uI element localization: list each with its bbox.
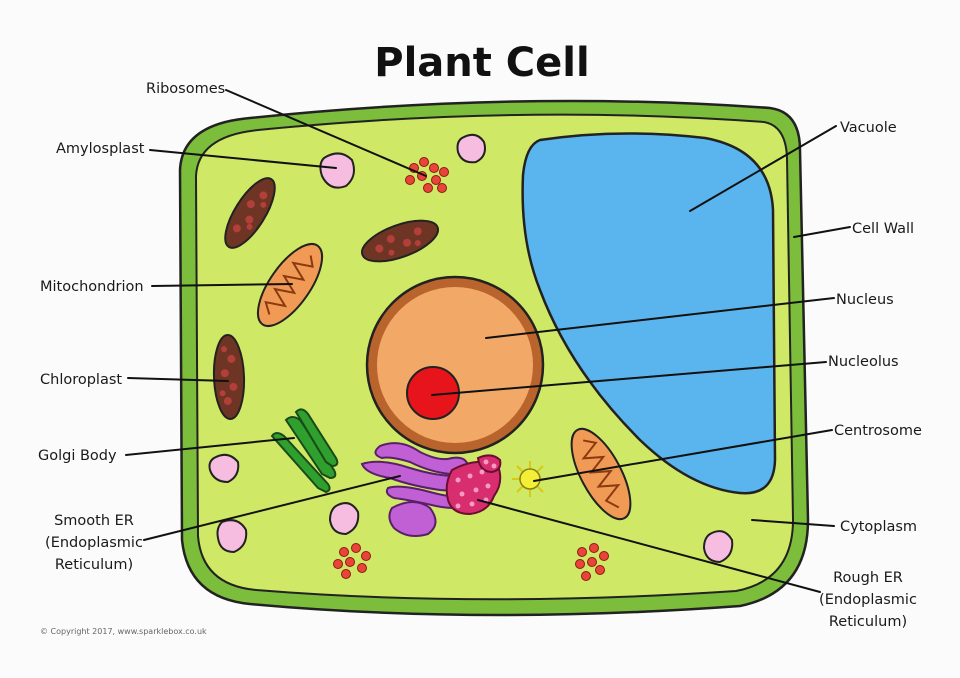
label-smooth-er-2: (Endoplasmic [45, 535, 143, 551]
label-vacuole: Vacuole [840, 120, 897, 136]
nucleus-inner [377, 287, 533, 443]
leader-ribosomes [225, 89, 427, 177]
ribosome-cluster-bottom-left [333, 543, 371, 579]
vacuole [521, 132, 777, 495]
amyloplast-6 [702, 530, 734, 564]
labels: Ribosomes Amylosplast Mitochondrion Chlo… [38, 81, 922, 630]
label-ribosomes: Ribosomes [146, 81, 225, 97]
label-smooth-er-1: Smooth ER [54, 513, 134, 529]
label-chloroplast: Chloroplast [40, 372, 122, 388]
chloroplast-left [212, 334, 246, 420]
label-nucleolus: Nucleolus [828, 354, 899, 370]
leader-nucleolus [431, 361, 827, 396]
ribosome-cluster-top [405, 157, 449, 193]
leader-golgi-body [125, 437, 295, 456]
label-golgi-body: Golgi Body [38, 448, 117, 464]
leader-amylosplast [149, 149, 337, 169]
leader-smooth-er [143, 475, 401, 541]
amyloplast-1 [319, 152, 355, 189]
label-rough-er-2: (Endoplasmic [819, 592, 917, 608]
amyloplast-3 [208, 453, 240, 484]
label-cytoplasm: Cytoplasm [840, 519, 917, 535]
mitochondrion-right [570, 427, 632, 521]
chloroplast-top-left [224, 177, 276, 249]
label-smooth-er-3: Reticulum) [55, 557, 133, 573]
label-nucleus: Nucleus [836, 292, 894, 308]
leader-nucleus [485, 297, 835, 339]
amyloplast-4 [216, 519, 248, 554]
label-cell-wall: Cell Wall [852, 221, 914, 237]
leader-cytoplasm [751, 519, 835, 527]
copyright-notice: © Copyright 2017, www.sparklebox.co.uk [40, 627, 207, 636]
label-rough-er-1: Rough ER [833, 570, 903, 586]
label-rough-er-3: Reticulum) [829, 614, 907, 630]
diagram-title: Plant Cell [374, 40, 589, 86]
leader-chloroplast [127, 377, 229, 382]
golgi-body [270, 408, 339, 494]
chloroplast-top-center [361, 219, 439, 263]
label-amylosplast: Amylosplast [56, 141, 145, 157]
leader-cell-wall [793, 226, 851, 238]
leader-lines [125, 89, 851, 593]
leader-mitochondrion [151, 283, 293, 287]
leader-vacuole [689, 125, 837, 212]
leader-centrosome [533, 429, 833, 482]
centrosome [512, 461, 548, 497]
leader-rough-er [477, 499, 821, 593]
label-mitochondrion: Mitochondrion [40, 279, 144, 295]
amyloplast-5 [328, 502, 360, 536]
ribosome-cluster-bottom-center [575, 543, 609, 581]
label-centrosome: Centrosome [834, 423, 922, 439]
amyloplast-2 [456, 133, 486, 164]
